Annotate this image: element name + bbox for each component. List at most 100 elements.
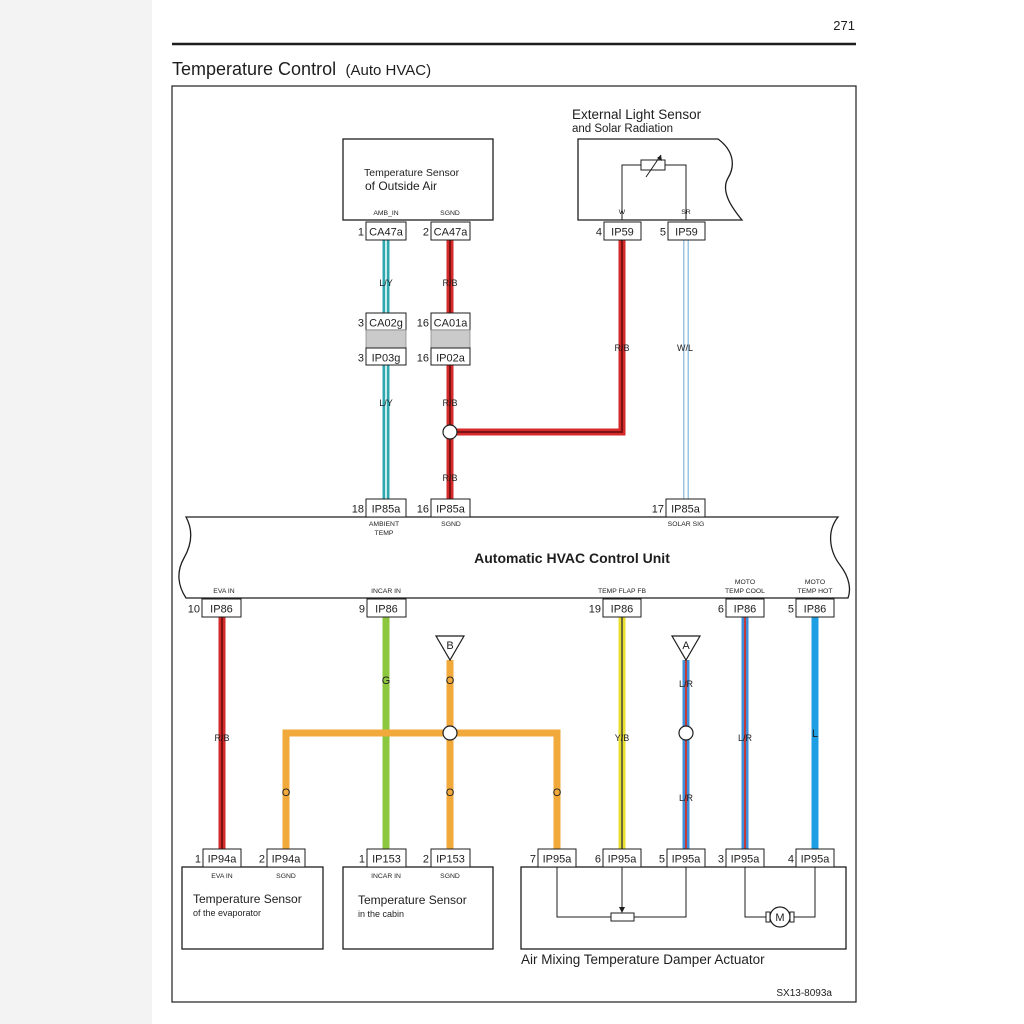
page-number: 271 — [833, 18, 855, 33]
reference-triangle-icon — [434, 635, 466, 662]
wire-label: O — [282, 787, 291, 799]
terminal-label: SGND — [276, 873, 296, 880]
terminal-label: W — [619, 209, 626, 216]
pin-number: 1 — [358, 227, 364, 239]
pin-number: 17 — [652, 504, 664, 516]
pin-number: 2 — [423, 854, 429, 866]
pin-number: 3 — [358, 353, 364, 365]
connector-id: IP02a — [436, 353, 466, 365]
connector-ip03g-pin3: 3 IP03g — [358, 347, 407, 366]
connector-ip95a-pin5: 5 IP95a — [659, 848, 706, 868]
connector-ip95a-pin3: 3 IP95a — [718, 848, 765, 868]
diagram-frame — [171, 85, 857, 1003]
connector-box — [365, 221, 407, 241]
pin-number: 16 — [417, 318, 429, 330]
reference-letter: B — [446, 640, 453, 652]
wires — [218, 240, 819, 849]
connector-box — [430, 221, 471, 241]
reference-letter: A — [682, 640, 690, 652]
component-name-line2: and Solar Radiation — [572, 123, 673, 135]
component-name-line2: of Outside Air — [365, 179, 437, 193]
connector-id: IP85a — [436, 504, 466, 516]
connector-box — [665, 498, 706, 518]
connector-box — [202, 848, 242, 868]
wire-label: L/Y — [379, 278, 393, 288]
connector-ip95a-pin4: 4 IP95a — [788, 848, 835, 868]
component-name: Air Mixing Temperature Damper Actuator — [521, 952, 765, 967]
connector-ip86-pin6: 6 IP86 — [718, 598, 765, 618]
connector-id: IP86 — [804, 604, 827, 616]
pin-number: 2 — [423, 227, 429, 239]
component-name-line2: in the cabin — [358, 909, 404, 919]
sensor-circuit-line — [621, 164, 641, 220]
wire-stripe — [450, 240, 623, 433]
arrowhead-icon — [619, 907, 625, 913]
variable-resistor-icon — [640, 159, 666, 171]
connector-ca02g-pin3: 3 CA02g — [358, 312, 407, 331]
terminal-label: AMB_IN — [373, 210, 398, 217]
connector-box — [201, 598, 242, 618]
potentiometer-icon — [610, 912, 635, 922]
component-box — [178, 516, 851, 599]
connector-box — [366, 598, 407, 618]
terminal-label: SGND — [440, 210, 460, 217]
connector-ip86-pin19: 19 IP86 — [589, 598, 642, 618]
arrowhead-icon — [657, 155, 662, 161]
wire-label: O — [553, 787, 562, 799]
component-box — [181, 866, 324, 950]
connector-ip94a-pin1: 1 IP94a — [195, 848, 242, 868]
connector-ip86-pin5: 5 IP86 — [788, 598, 835, 618]
connector-box — [537, 848, 577, 868]
terminal-label: TEMP COOL — [725, 588, 765, 595]
connector-box — [667, 221, 706, 241]
wire-o-sgnd-branch — [282, 729, 561, 849]
connector-ip02a-pin16: 16 IP02a — [417, 347, 471, 366]
wire-label: L/Y — [379, 398, 393, 408]
connector-id: IP86 — [210, 604, 233, 616]
component-name-line1: Temperature Sensor — [364, 167, 460, 179]
actuator-circuit-line — [744, 867, 766, 918]
pin-number: 5 — [788, 604, 794, 616]
wire-label: R/B — [214, 733, 229, 743]
connector-id: IP94a — [208, 854, 238, 866]
connector-id: CA47a — [369, 227, 404, 239]
terminal-label: MOTO — [805, 579, 825, 586]
connector-box — [365, 347, 407, 366]
connector-id: IP03g — [372, 353, 401, 365]
motor-icon — [769, 906, 791, 928]
connector-box — [603, 221, 642, 241]
connector-ip86-pin10: 10 IP86 — [188, 598, 242, 618]
connector-id: IP153 — [372, 854, 401, 866]
connector-box — [725, 598, 765, 618]
pin-number: 1 — [359, 854, 365, 866]
terminal-label: SOLAR SIG — [668, 521, 705, 528]
pin-number: 16 — [417, 353, 429, 365]
connector-box — [602, 848, 642, 868]
connector-id: IP85a — [671, 504, 701, 516]
air-mixing-damper-actuator: M Air Mixing Temperature Damper Actuator — [520, 866, 847, 967]
connector-id: IP86 — [734, 604, 757, 616]
connector-ip86-pin9: 9 IP86 — [359, 598, 407, 618]
pin-number: 5 — [660, 227, 666, 239]
component-box — [520, 866, 847, 950]
splice-junction — [678, 725, 694, 741]
connector-ca47a-pin2: 2 CA47a — [423, 221, 471, 241]
component-box — [342, 866, 494, 950]
wire-label: L/R — [738, 733, 753, 743]
terminal-label: AMBIENT — [369, 521, 399, 528]
connector-box — [666, 848, 706, 868]
connector-ca01a-pin16: 16 CA01a — [417, 312, 471, 331]
page-title-sub: (Auto HVAC) — [346, 62, 432, 79]
pin-number: 9 — [359, 604, 365, 616]
terminal-label: SGND — [440, 873, 460, 880]
connector-id: IP153 — [436, 854, 465, 866]
connector-id: CA47a — [434, 227, 469, 239]
evaporator-temperature-sensor: EVA IN SGND Temperature Sensor of the ev… — [181, 866, 324, 950]
connector-id: IP95a — [608, 854, 638, 866]
pin-number: 3 — [718, 854, 724, 866]
pin-number: 7 — [530, 854, 536, 866]
pin-number: 16 — [417, 504, 429, 516]
terminal-label: SR — [681, 209, 691, 216]
connector-id: IP95a — [672, 854, 702, 866]
